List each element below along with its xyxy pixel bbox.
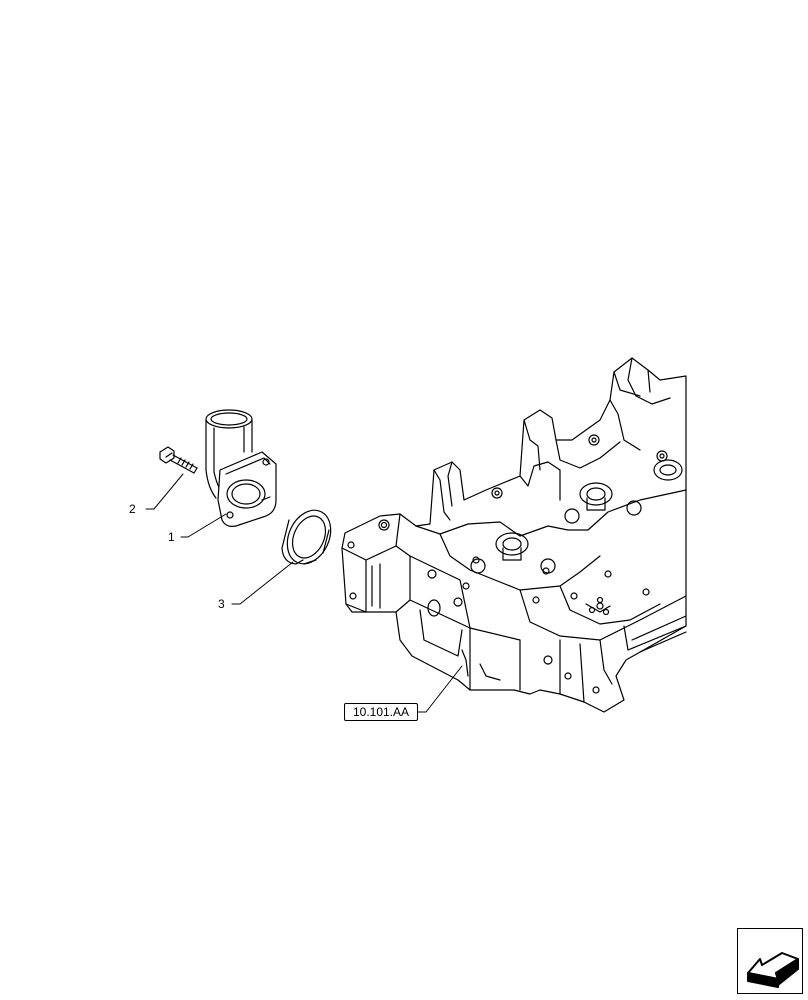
callout-2[interactable]: 2	[129, 502, 136, 516]
arrow-icon	[747, 952, 799, 988]
callout-1[interactable]: 1	[168, 530, 175, 544]
cylinder-head-assembly	[341, 357, 687, 713]
bolt-part	[159, 446, 198, 474]
seal-ring-part	[281, 509, 332, 565]
outlet-housing-part	[205, 409, 277, 527]
reference-label[interactable]: 10.101.AA	[344, 703, 418, 721]
callout-3[interactable]: 3	[218, 597, 225, 611]
navigation-button[interactable]	[737, 928, 803, 994]
leader-lines	[145, 473, 463, 713]
